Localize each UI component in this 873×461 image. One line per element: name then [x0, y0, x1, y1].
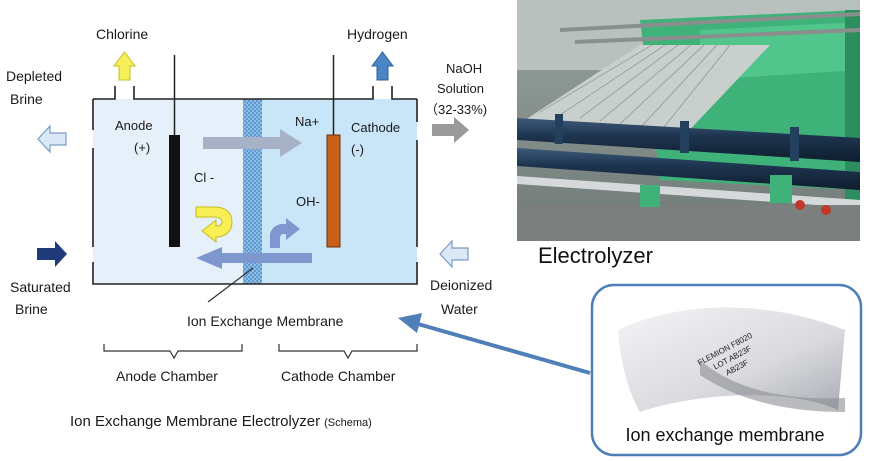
schema-title: Ion Exchange Membrane Electrolyzer (Schem… [70, 413, 372, 430]
schema-title-main: Ion Exchange Membrane Electrolyzer [70, 413, 320, 430]
chlorine-outlet-arrow [113, 51, 136, 81]
membrane-label: Ion Exchange Membrane [187, 313, 344, 329]
anode-label: Anode [115, 118, 153, 133]
hydroxide-ion-curved-arrow [270, 218, 300, 248]
depleted-brine-label-line1: Depleted [6, 68, 62, 84]
return-flow-arrow [196, 247, 312, 269]
schema-title-suffix: (Schema) [324, 417, 372, 429]
electrolyzer-photo [517, 0, 861, 241]
cathode-label: Cathode [351, 120, 400, 135]
hydrogen-label: Hydrogen [347, 26, 408, 42]
naoh-label-line3: （32-33%) [425, 102, 487, 117]
chlorine-ion-label: Cl - [194, 170, 214, 185]
hydrogen-outlet-arrow [371, 51, 394, 81]
electrolyzer-schema: Chlorine Hydrogen Depleted Brine NaOH So… [6, 26, 492, 430]
chlorine-label: Chlorine [96, 26, 148, 42]
membrane-film [618, 307, 845, 412]
cathode-electrode [326, 134, 341, 248]
cathode-polarity: (-) [351, 142, 364, 157]
cathode-chamber-label: Cathode Chamber [281, 368, 396, 384]
naoh-label-line1: NaOH [446, 61, 482, 76]
inset-caption: Ion exchange membrane [625, 425, 825, 445]
membrane-callout-arrow [398, 313, 591, 375]
cathode-chamber-brace [278, 344, 418, 360]
deionized-water-label-line2: Water [441, 301, 478, 317]
anode-polarity: (+) [134, 140, 150, 155]
deionized-water-inlet-arrow [439, 239, 469, 269]
cell-outline [92, 86, 418, 285]
photo-caption: Electrolyzer [538, 243, 653, 268]
depleted-brine-label-line2: Brine [10, 91, 43, 107]
saturated-brine-inlet-arrow [37, 241, 67, 267]
deionized-water-label-line1: Deionized [430, 277, 492, 293]
depleted-brine-outlet-arrow [37, 124, 67, 154]
naoh-label-line2: Solution [437, 81, 484, 96]
anode-electrode [169, 135, 180, 247]
chlorine-ion-curved-arrow [195, 206, 233, 244]
membrane-pointer-line [207, 267, 254, 303]
hydroxide-ion-label: OH- [296, 194, 320, 209]
saturated-brine-label-line2: Brine [15, 301, 48, 317]
anode-chamber-brace [103, 344, 243, 360]
membrane-inset: FLEMION F8020 LOT AB23F AB23F [590, 283, 863, 457]
sodium-ion-label: Na+ [295, 114, 319, 129]
saturated-brine-label-line1: Saturated [10, 279, 71, 295]
na-ion-flow-arrow [203, 129, 302, 157]
naoh-outlet-arrow [432, 117, 469, 143]
anode-chamber-label: Anode Chamber [116, 368, 218, 384]
